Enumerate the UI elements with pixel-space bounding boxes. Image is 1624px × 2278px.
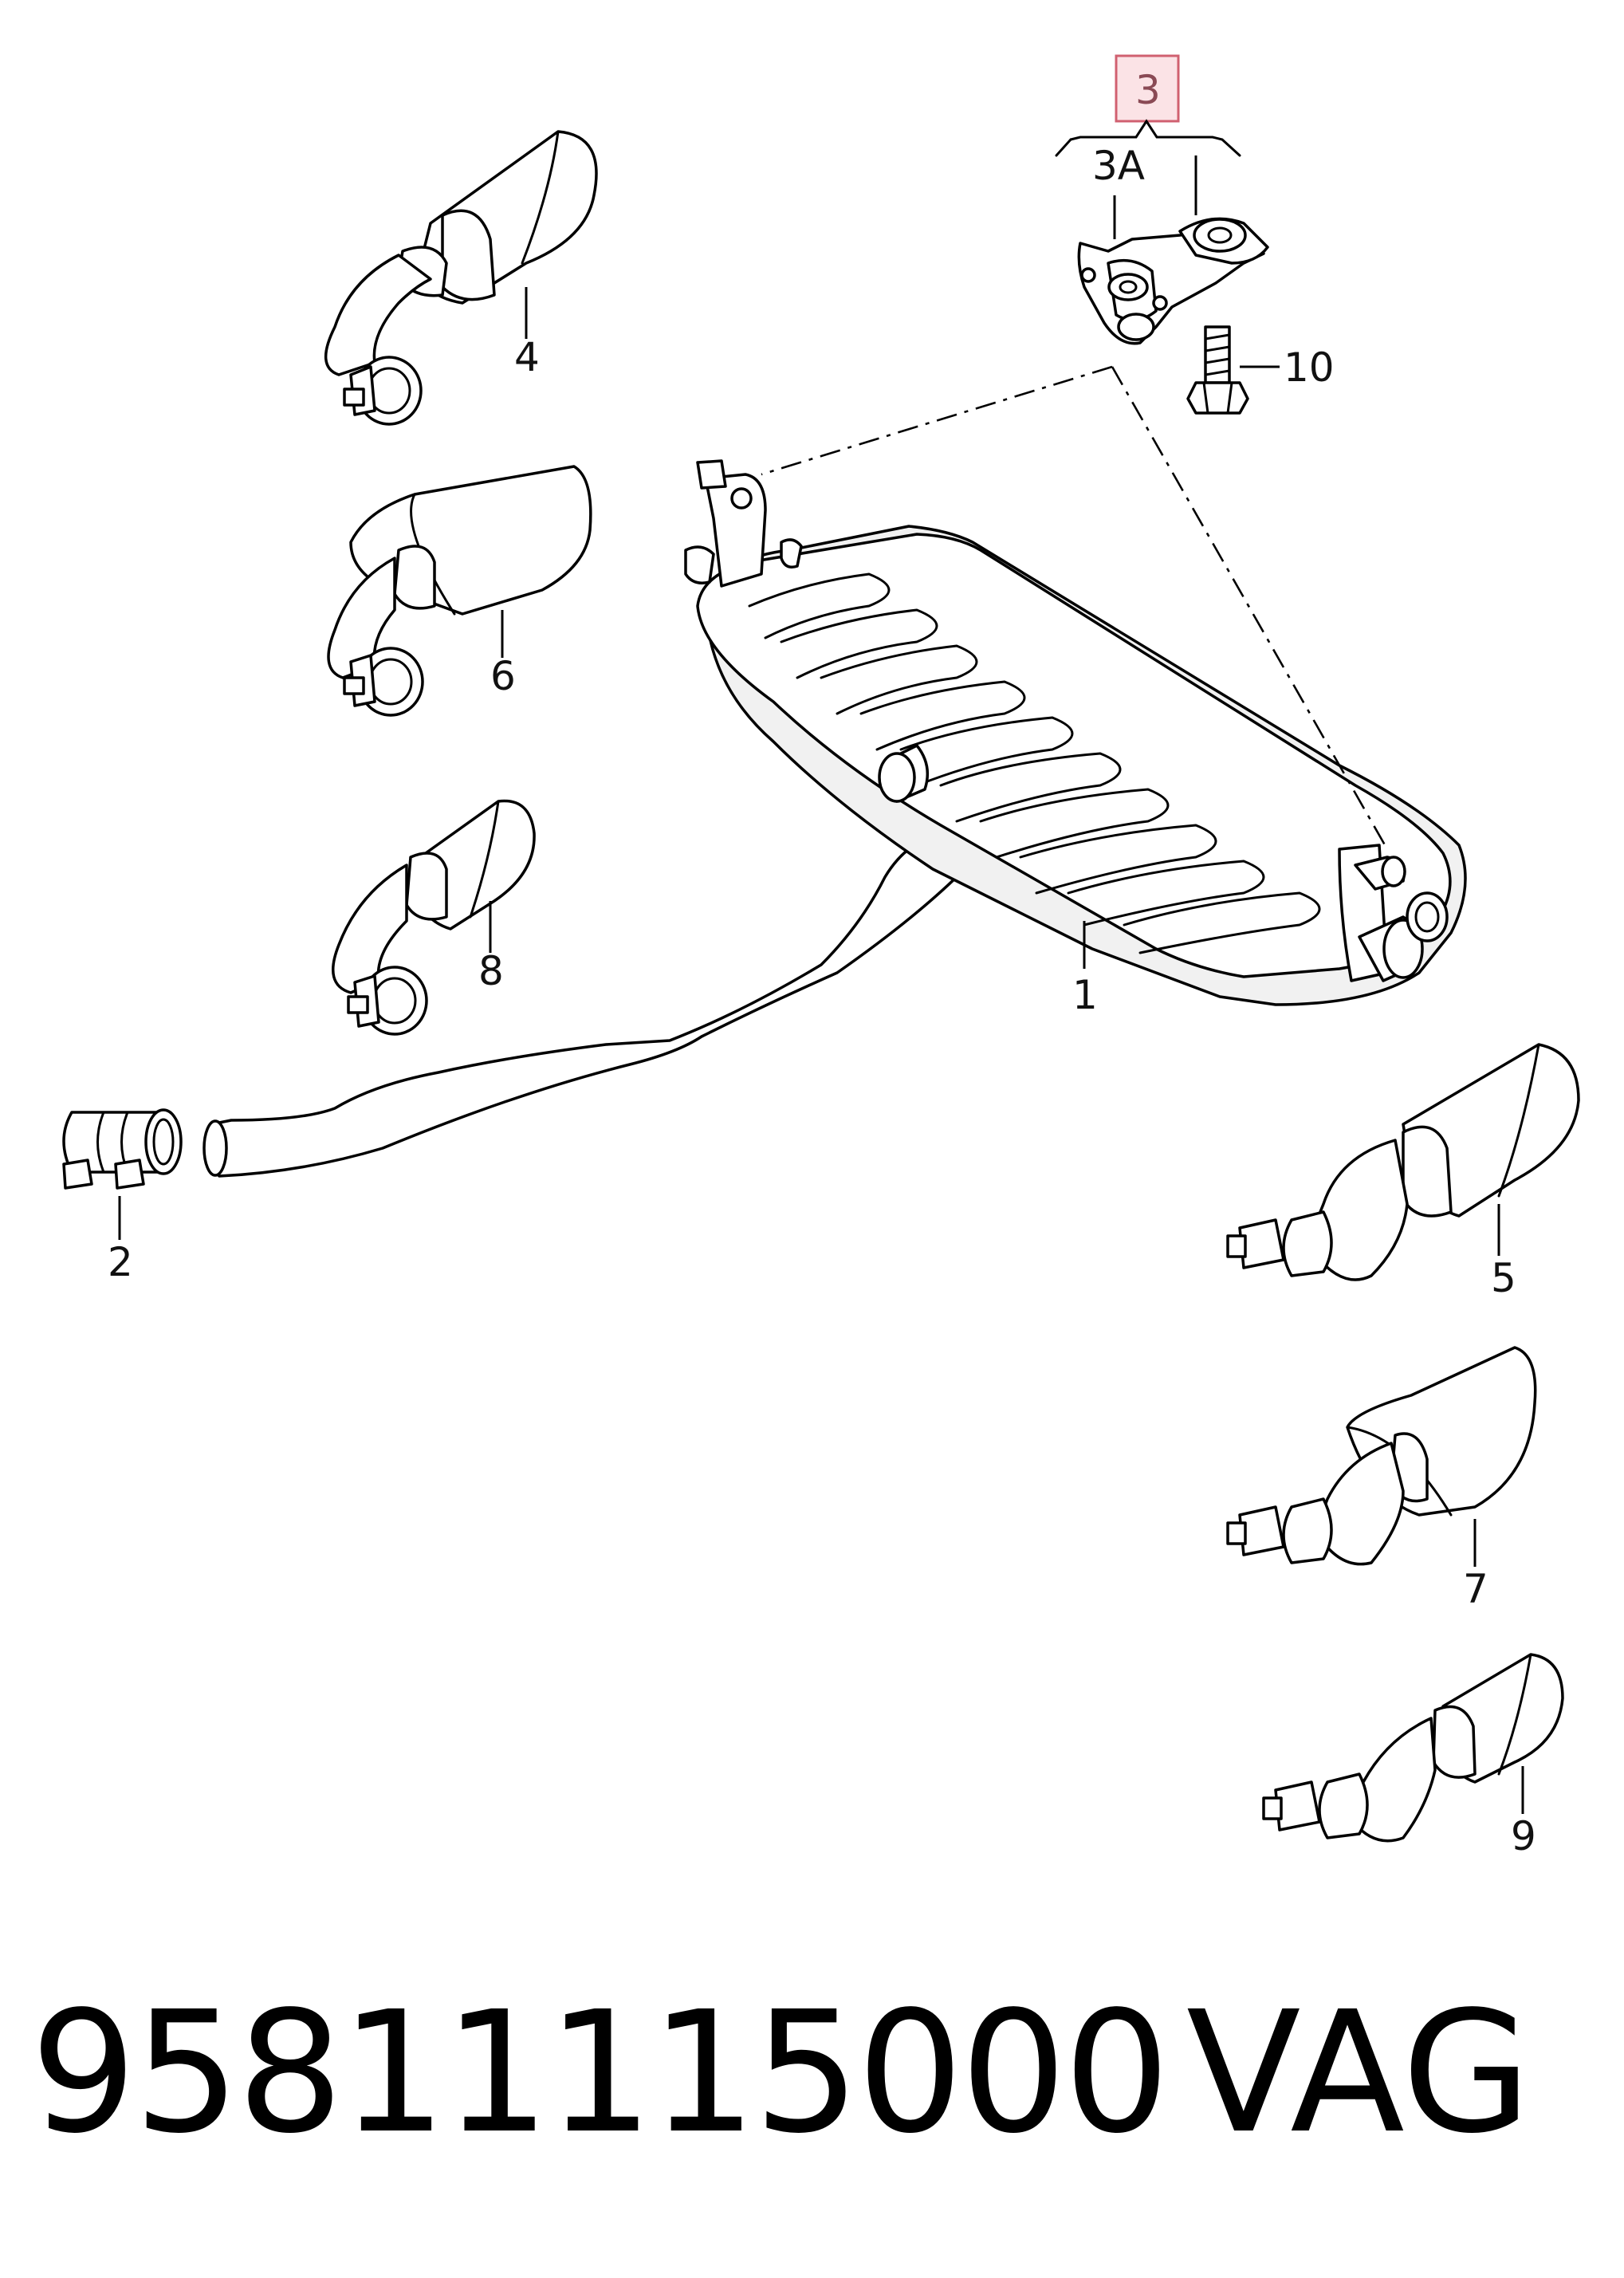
callout-4: 4 [514,334,540,380]
tailpipe-tip-4 [324,130,598,426]
tailpipe-tip-9 [1262,1653,1564,1843]
part-number: 95811115000 [30,1975,1170,2170]
callout-3: 3 [1135,67,1161,113]
assembly-guide-lines [761,365,1389,850]
clamp-2 [62,1108,183,1240]
bolt-10 [1186,325,1280,415]
callout-2: 2 [108,1239,133,1285]
footer-caption: 95811115000 VAG [0,1977,1624,2169]
callout-10: 10 [1284,344,1335,391]
tailpipe-tip-8 [332,799,536,1036]
callout-3a: 3A [1092,143,1145,189]
rear-silencer-1 [203,459,1467,1178]
callout-5: 5 [1491,1255,1516,1301]
tailpipe-tip-7 [1226,1346,1537,1567]
callout-8: 8 [478,948,504,994]
callout-6: 6 [490,653,516,699]
brand-name: VAG [1186,1975,1532,2170]
tailpipe-tip-6 [327,465,592,717]
callout-9: 9 [1511,1813,1536,1859]
callout-1: 1 [1072,972,1098,1018]
tailpipe-tip-5 [1226,1043,1580,1281]
callout-7: 7 [1463,1566,1488,1612]
callout-3-highlight [1115,54,1180,123]
bracket-assembly-3 [1055,54,1269,345]
